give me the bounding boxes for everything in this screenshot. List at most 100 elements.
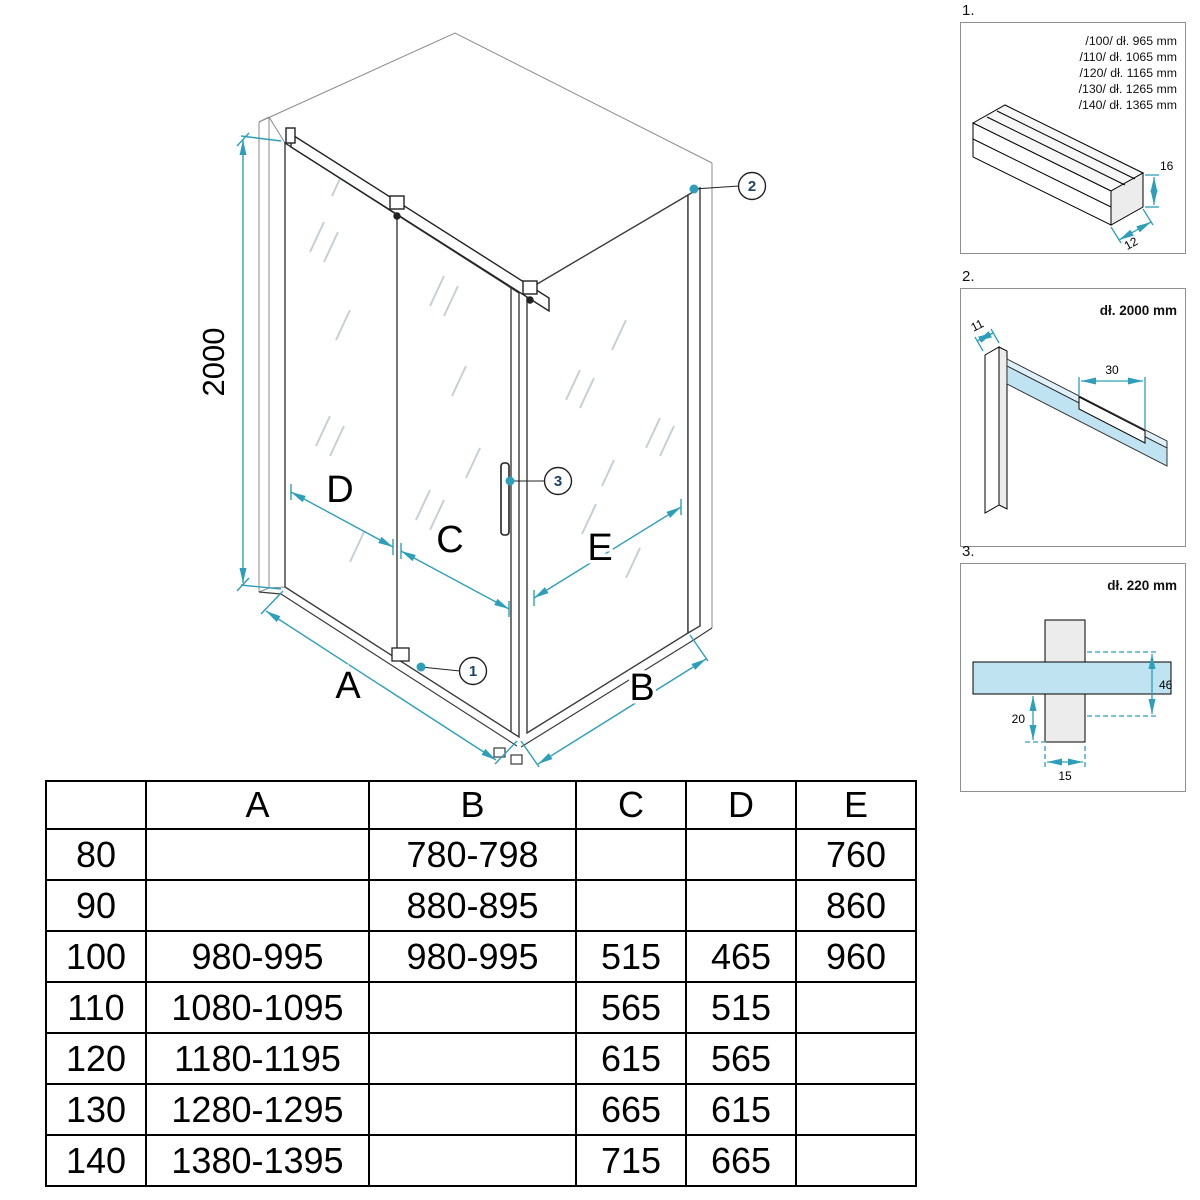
cell [795,1083,917,1136]
dimension-labels: 2000 D C E A B [193,324,659,712]
size-label: 90 [45,879,147,932]
cell: 565 [685,1032,797,1085]
header-row: A B C D E [45,780,917,830]
size-label: 100 [45,930,147,983]
callouts: 2 3 1 [416,171,767,686]
cell: 860 [795,879,917,932]
roller-icon [393,212,401,220]
dim-11: 11 [968,316,986,334]
cell: 515 [575,930,687,983]
door-handle [500,462,510,536]
detail-2-drawing: dł. 2000 mm 11 30 [968,303,1177,514]
detail-3-length: dł. 220 mm [1107,578,1177,593]
cell: 1280-1295 [145,1083,370,1136]
cell [685,879,797,932]
table-row: 140 1380-1395 715 665 [45,1134,917,1187]
glass-bar [972,661,1172,695]
cell [575,828,687,881]
dim-30: 30 [1105,363,1119,377]
detail-1-drawing: /100/ dł. 965 mm /110/ dł. 1065 mm /120/… [971,34,1177,253]
detail-3-dims [1025,651,1159,768]
table-row: 90 880-895 860 [45,879,917,932]
detail-3-dim-labels: 46 20 15 [1012,678,1173,783]
col-header-d: D [685,780,797,830]
size-label: 80 [45,828,147,881]
cell: 880-895 [368,879,577,932]
cell: 615 [685,1083,797,1136]
dim-16: 16 [1160,159,1174,173]
cell: 665 [575,1083,687,1136]
cell: 1380-1395 [145,1134,370,1187]
col-header [45,780,147,830]
room-outline [258,32,713,628]
dimension-table: A B C D E 80 780-798 760 90 880-895 860 … [45,780,917,1187]
detail-2-dims [974,328,1146,429]
size-label: 130 [45,1083,147,1136]
cell: 760 [795,828,917,881]
size-label: 110 [45,981,147,1034]
dim-15: 15 [1058,769,1072,783]
cell [368,1134,577,1187]
length-option: /140/ dł. 1365 mm [1079,98,1177,112]
detail-2-box: dł. 2000 mm 11 30 [960,288,1186,547]
cell [575,879,687,932]
dim-label-2000: 2000 [196,328,231,397]
dim-label-a: A [335,665,361,707]
length-option: /130/ dł. 1265 mm [1079,82,1177,96]
col-header-e: E [795,780,917,830]
dimension-lines [236,132,709,768]
callout-2-number: 2 [748,178,756,195]
col-header-b: B [368,780,577,830]
callout-3: 3 [505,466,573,496]
table-row: 80 780-798 760 [45,828,917,881]
col-header-c: C [575,780,687,830]
dim-label-c: C [436,519,463,561]
callout-3-number: 3 [554,473,562,490]
top-rail [285,127,550,313]
length-option: /110/ dł. 1065 mm [1079,50,1177,64]
cell: 780-798 [368,828,577,881]
cell [795,1134,917,1187]
size-label: 140 [45,1134,147,1187]
clamp-profile [1078,396,1146,444]
col-header-a: A [145,780,370,830]
dim-label-d: D [326,469,353,511]
cell: 715 [575,1134,687,1187]
detail-2-number: 2. [962,268,975,285]
detail-3-number: 3. [962,543,975,560]
cell [368,1032,577,1085]
wall-profile [984,346,1008,514]
detail-3-box: dł. 220 mm 46 20 15 [960,563,1186,792]
cell: 665 [685,1134,797,1187]
table-row: 110 1080-1095 565 515 [45,981,917,1034]
cell [685,828,797,881]
detail-1-box: /100/ dł. 965 mm /110/ dł. 1065 mm /120/… [960,22,1186,254]
roller-icon [526,296,534,304]
cell: 565 [575,981,687,1034]
cell: 1080-1095 [145,981,370,1034]
callout-2: 2 [689,171,767,201]
main-drawing: 2000 D C E A B 2 3 1 [193,32,767,768]
length-option: /100/ dł. 965 mm [1085,34,1177,48]
cell: 615 [575,1032,687,1085]
dim-label-b: B [629,667,654,709]
dim-20: 20 [1012,712,1026,726]
callout-1: 1 [416,656,488,686]
detail-3-drawing: dł. 220 mm 46 20 15 [972,578,1177,783]
cell: 515 [685,981,797,1034]
detail-2-length: dł. 2000 mm [1100,303,1177,318]
detail-2: 2. dł. 2000 mm 1 [960,268,1186,547]
detail-2-dim-labels: 11 30 [968,316,1119,377]
cell: 1180-1195 [145,1032,370,1085]
cell [368,1083,577,1136]
dim-12: 12 [1122,234,1141,253]
glass-reflections [309,169,675,579]
cell [368,981,577,1034]
detail-1-number: 1. [962,2,975,19]
cell: 465 [685,930,797,983]
cell: 960 [795,930,917,983]
cell [145,879,370,932]
cell [795,981,917,1034]
detail-1-length-list: /100/ dł. 965 mm /110/ dł. 1065 mm /120/… [1079,34,1177,112]
table-row: 120 1180-1195 615 565 [45,1032,917,1085]
